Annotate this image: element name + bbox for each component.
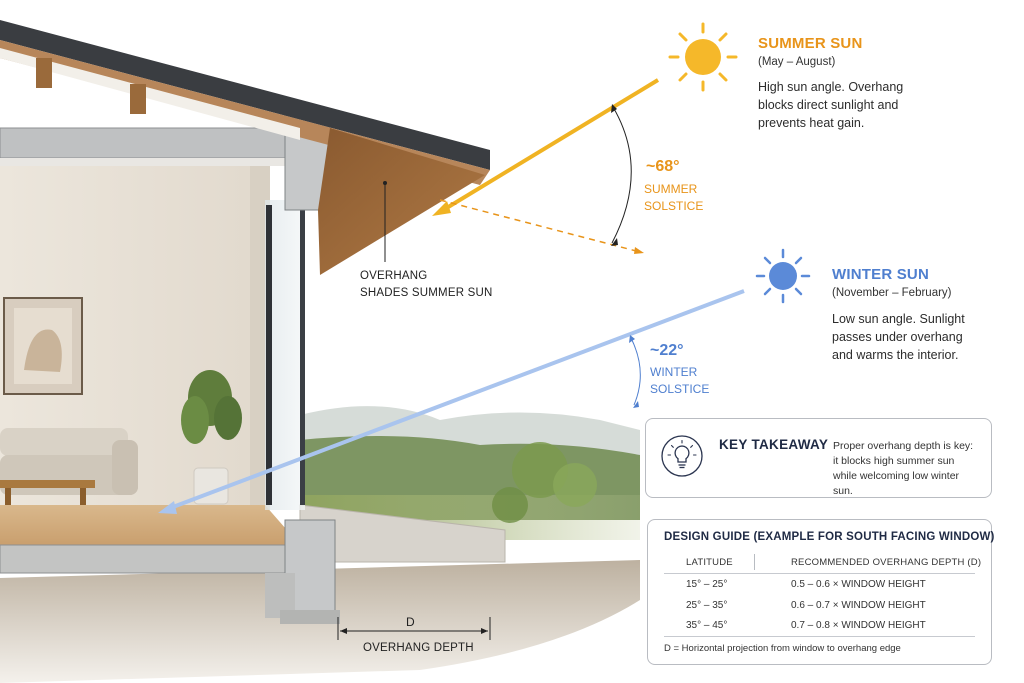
footer-rule bbox=[664, 636, 975, 637]
winter-angle-label-2: SOLSTICE bbox=[650, 382, 710, 396]
design-guide-title: DESIGN GUIDE (EXAMPLE FOR SOUTH FACING W… bbox=[664, 531, 995, 543]
column-divider bbox=[754, 554, 755, 570]
row-latitude: 25° – 35° bbox=[686, 600, 728, 611]
row-latitude: 35° – 45° bbox=[686, 620, 728, 631]
winter-angle-label-1: WINTER bbox=[650, 365, 698, 379]
winter-sun-icon bbox=[755, 248, 811, 304]
depth-dimension bbox=[337, 617, 491, 640]
winter-angle-value: ~22° bbox=[650, 342, 684, 359]
row-latitude: 15° – 25° bbox=[686, 579, 728, 590]
summer-sun-months: (May – August) bbox=[758, 56, 836, 68]
summer-sun-description: High sun angle. Overhang blocks direct s… bbox=[758, 80, 904, 130]
design-guide-col-depth: RECOMMENDED OVERHANG DEPTH (D) bbox=[791, 557, 982, 568]
row-depth: 0.6 – 0.7 × WINDOW HEIGHT bbox=[791, 600, 926, 611]
interior-floor bbox=[0, 505, 300, 545]
winter-sun-ray bbox=[158, 289, 745, 514]
key-takeaway-card: KEY TAKEAWAY Proper overhang depth is ke… bbox=[645, 418, 992, 498]
foundation bbox=[0, 519, 340, 624]
summer-sun-title: SUMMER SUN bbox=[758, 35, 863, 52]
winter-angle-arc bbox=[630, 337, 641, 406]
summer-angle-arc bbox=[611, 106, 632, 244]
depth-symbol: D bbox=[406, 615, 415, 629]
summer-angle-value: ~68° bbox=[646, 158, 680, 175]
overhang-soffit bbox=[318, 128, 485, 275]
design-guide-footnote: D = Horizontal projection from window to… bbox=[664, 643, 901, 654]
winter-sun-description: Low sun angle. Sunlight passes under ove… bbox=[832, 312, 965, 362]
design-guide-col-latitude: LATITUDE bbox=[686, 557, 733, 568]
summer-sun-ray bbox=[432, 78, 660, 254]
overhang-caption-2: SHADES SUMMER SUN bbox=[360, 287, 493, 299]
header-rule bbox=[664, 573, 975, 574]
key-takeaway-title: KEY TAKEAWAY bbox=[719, 437, 829, 452]
overhang-caption-1: OVERHANG bbox=[360, 270, 428, 282]
coffee-table bbox=[0, 480, 95, 514]
sofa bbox=[0, 428, 138, 495]
winter-sun-months: (November – February) bbox=[832, 287, 952, 299]
winter-sun-title: WINTER SUN bbox=[832, 266, 929, 283]
design-guide-card: DESIGN GUIDE (EXAMPLE FOR SOUTH FACING W… bbox=[647, 519, 995, 665]
summer-sun-icon bbox=[668, 22, 738, 92]
summer-angle-label-1: SUMMER bbox=[644, 182, 698, 196]
summer-angle-label-2: SOLSTICE bbox=[644, 199, 704, 213]
depth-caption: OVERHANG DEPTH bbox=[363, 642, 474, 654]
window-frame bbox=[266, 205, 272, 505]
row-depth: 0.7 – 0.8 × WINDOW HEIGHT bbox=[791, 620, 926, 631]
roof bbox=[0, 20, 490, 275]
wall-artwork bbox=[3, 297, 83, 395]
key-takeaway-text: Proper overhang depth is key: it blocks … bbox=[833, 440, 974, 497]
lightbulb-icon bbox=[661, 435, 703, 477]
row-depth: 0.5 – 0.6 × WINDOW HEIGHT bbox=[791, 579, 926, 590]
ceiling-slab bbox=[0, 127, 301, 159]
